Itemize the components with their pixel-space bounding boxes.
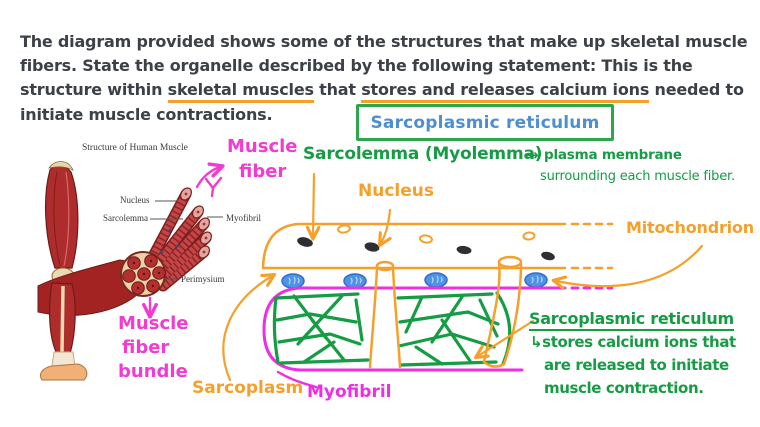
question-line-4: initiate muscle contractions. <box>20 105 273 124</box>
nucleus-arrow <box>381 208 390 243</box>
sr-title: Sarcoplasmic reticulum <box>529 309 734 332</box>
note-surrounding-fiber: surrounding each muscle fiber. <box>540 169 735 184</box>
bundle-line3: bundle <box>118 361 188 382</box>
nuclei-ovals <box>297 237 555 261</box>
shin-bone <box>60 285 65 353</box>
mitochondria <box>281 272 548 289</box>
sr-note-line2: are released to initiate <box>544 356 729 374</box>
muscle-fiber-line2: fiber <box>239 161 287 182</box>
label-nucleus-right: Nucleus <box>358 181 434 201</box>
question-line3-seg1: structure within <box>20 80 168 99</box>
label-sarcolemma-left: Sarcolemma <box>103 213 148 223</box>
bundle-line2: fiber <box>122 337 170 358</box>
sarcolemma-arrow <box>313 172 314 236</box>
arrow-glyph: → <box>526 146 539 164</box>
sr-note-line1: ↳stores calcium ions that <box>530 333 736 351</box>
ankle-wrap <box>51 351 76 367</box>
note-plasma-membrane: plasma membrane <box>544 147 682 163</box>
sarcoplasm-arrow <box>222 276 272 382</box>
bundle-line1: Muscle <box>118 313 189 334</box>
orange-arrows <box>222 172 704 382</box>
label-sarcoplasm: Sarcoplasm <box>192 378 304 398</box>
sr-pointer-arrow <box>478 319 535 356</box>
pink-arrows <box>150 167 221 314</box>
muscle-fiber-arrow <box>195 167 220 189</box>
left-figure-title: Structure of Human Muscle <box>82 143 188 153</box>
muscle-fiber-bracket <box>204 176 223 198</box>
answer-text: Sarcoplasmic reticulum <box>370 112 600 133</box>
label-muscle-fiber: Muscle fiber <box>227 134 298 184</box>
t-tubules <box>368 255 523 369</box>
sarcolemma-band <box>261 222 614 270</box>
muscle-fiber-line1: Muscle <box>227 136 298 157</box>
question-line-1: The diagram provided shows some of the s… <box>20 32 748 51</box>
label-nucleus-left: Nucleus <box>120 195 150 205</box>
question-line-2: fibers. State the organelle described by… <box>20 56 693 75</box>
label-sarcolemma-myolemma: Sarcolemma (Myolemma) <box>303 144 543 164</box>
question-line-3: structure within skeletal muscles that s… <box>20 80 744 103</box>
answer-box: Sarcoplasmic reticulum <box>356 104 614 141</box>
label-myofibril-right: Myofibril <box>307 382 392 402</box>
underlined-stores-releases: stores and releases calcium ions <box>361 80 649 103</box>
label-perimysium: Perimysium <box>181 274 225 284</box>
label-myofibril-left: Myofibril <box>226 213 261 223</box>
human-muscle-illustration <box>37 161 223 381</box>
label-pointer-lines <box>150 200 223 280</box>
foot <box>39 363 88 381</box>
sarcoplasmic-reticulum-network <box>272 291 512 367</box>
label-muscle-fiber-bundle: Muscle fiber bundle <box>118 312 189 384</box>
small-organelle-ovals <box>337 224 536 244</box>
question-line3-seg3: that <box>313 80 362 99</box>
leg-thigh <box>45 164 79 269</box>
hip-bone <box>48 161 74 171</box>
myofibril-pointer-curve <box>276 370 318 389</box>
sr-note-line3: muscle contraction. <box>544 379 704 397</box>
myofibril-band <box>262 286 614 389</box>
label-mitochondrion: Mitochondrion <box>626 218 754 237</box>
mitochondrion-arrow <box>556 244 704 286</box>
underlined-skeletal-muscles: skeletal muscles <box>167 80 314 103</box>
question-line3-seg5: needed to <box>649 80 744 99</box>
muscle-fiber-fan <box>144 187 213 292</box>
fiber-bundle-cross-section <box>120 251 166 297</box>
